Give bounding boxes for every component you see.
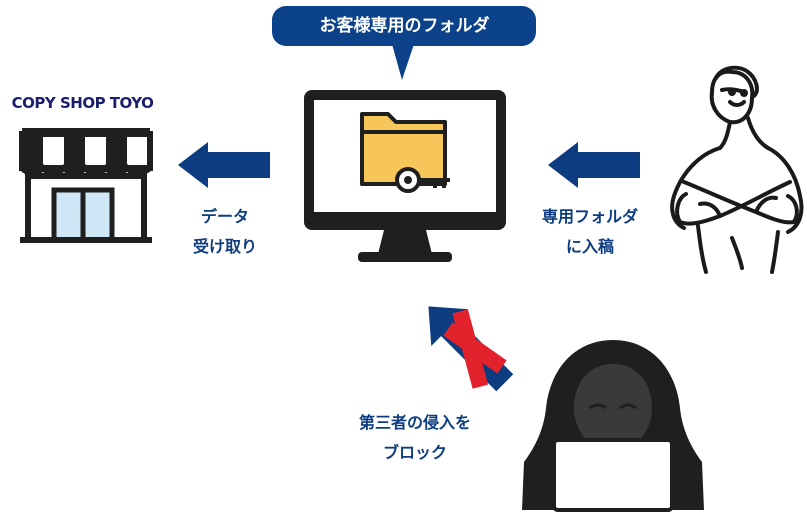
person-icon (670, 65, 804, 274)
folder-speech-bubble (272, 6, 536, 80)
receive-caption: データ 受け取り (165, 202, 285, 262)
submit-caption-line-1: 専用フォルダ (541, 207, 638, 226)
block-caption-line-1: 第三者の侵入を (358, 413, 471, 432)
bubble-label: お客様専用のフォルダ (319, 16, 490, 36)
block-caption-line-2: ブロック (382, 443, 447, 462)
arrow-left-icon (548, 142, 640, 188)
block-caption: 第三者の侵入を ブロック (320, 408, 510, 468)
store-icon (19, 128, 153, 243)
receive-caption-line-2: 受け取り (192, 237, 257, 256)
computer-monitor-icon (304, 90, 506, 262)
receive-caption-line-1: データ (200, 207, 249, 226)
brand-name: COPY SHOP TOYO (11, 94, 154, 112)
hooded-hacker-icon (522, 340, 704, 512)
key-icon (395, 167, 450, 193)
blocked-arrow-icon (428, 306, 514, 392)
submit-caption-line-2: に入稿 (565, 237, 614, 256)
submit-caption: 専用フォルダ に入稿 (510, 202, 670, 262)
arrow-left-icon (178, 142, 270, 188)
